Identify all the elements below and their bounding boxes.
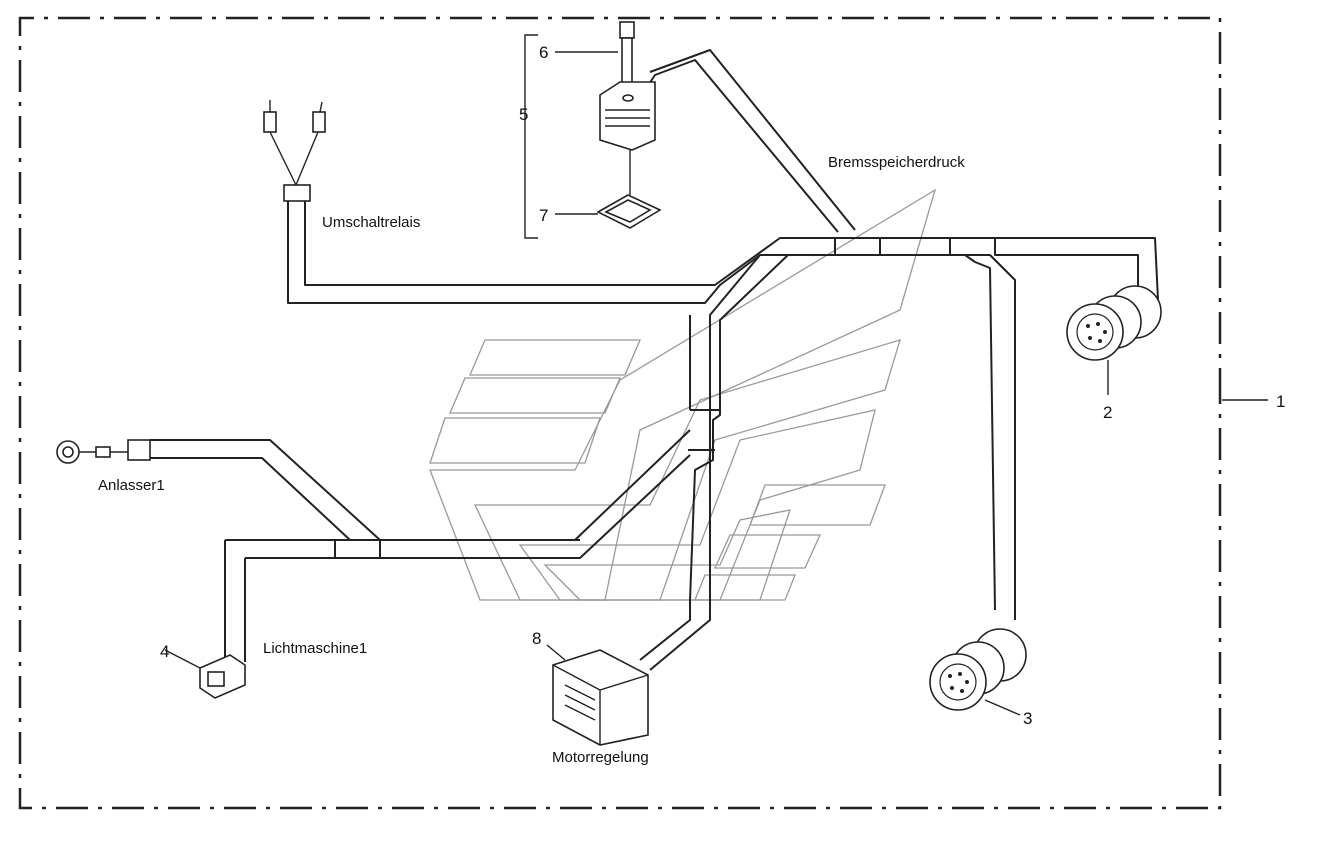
callout-5: 5 bbox=[519, 105, 528, 124]
callout-8: 8 bbox=[532, 629, 541, 648]
label-bremsspeicherdruck: Bremsspeicherdruck bbox=[828, 154, 965, 171]
callout-6: 6 bbox=[539, 43, 548, 62]
callout-3: 3 bbox=[1023, 709, 1032, 728]
callout-leaders bbox=[524, 34, 1268, 401]
relay-connector bbox=[263, 100, 326, 202]
label-umschaltrelais: Umschaltrelais bbox=[322, 214, 420, 231]
alternator-plug bbox=[164, 649, 246, 699]
label-anlasser: Anlasser1 bbox=[98, 477, 165, 494]
label-motorregelung: Motorregelung bbox=[552, 749, 649, 766]
pressure-sensor bbox=[596, 21, 662, 229]
round-connector-3 bbox=[929, 628, 1027, 716]
round-connector-2 bbox=[1066, 285, 1162, 395]
callout-2: 2 bbox=[1103, 403, 1112, 422]
callout-7: 7 bbox=[539, 206, 548, 225]
ecu-connector bbox=[546, 644, 649, 746]
callout-1: 1 bbox=[1276, 392, 1285, 411]
watermark-logo bbox=[429, 188, 937, 601]
label-lichtmaschine: Lichtmaschine1 bbox=[263, 640, 367, 657]
callout-4: 4 bbox=[160, 642, 169, 661]
starter-terminal bbox=[56, 439, 151, 464]
assembly-frame bbox=[18, 16, 1222, 810]
